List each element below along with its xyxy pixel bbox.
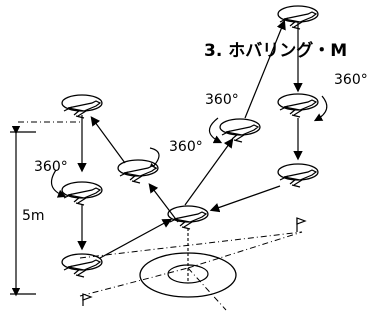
page-title: 3. ホバリング・M	[204, 41, 348, 61]
height-label: 5m	[22, 208, 45, 224]
rotation-label: 360°	[334, 72, 368, 88]
rotation-label: 360°	[205, 92, 239, 108]
ground-target	[139, 228, 237, 298]
flag-icon	[82, 217, 307, 306]
rotation-label: 360°	[169, 139, 203, 155]
flight-path	[77, 19, 303, 259]
ground-lines	[18, 121, 303, 311]
height-marker	[10, 126, 36, 297]
rotation-label: 360°	[34, 159, 68, 175]
